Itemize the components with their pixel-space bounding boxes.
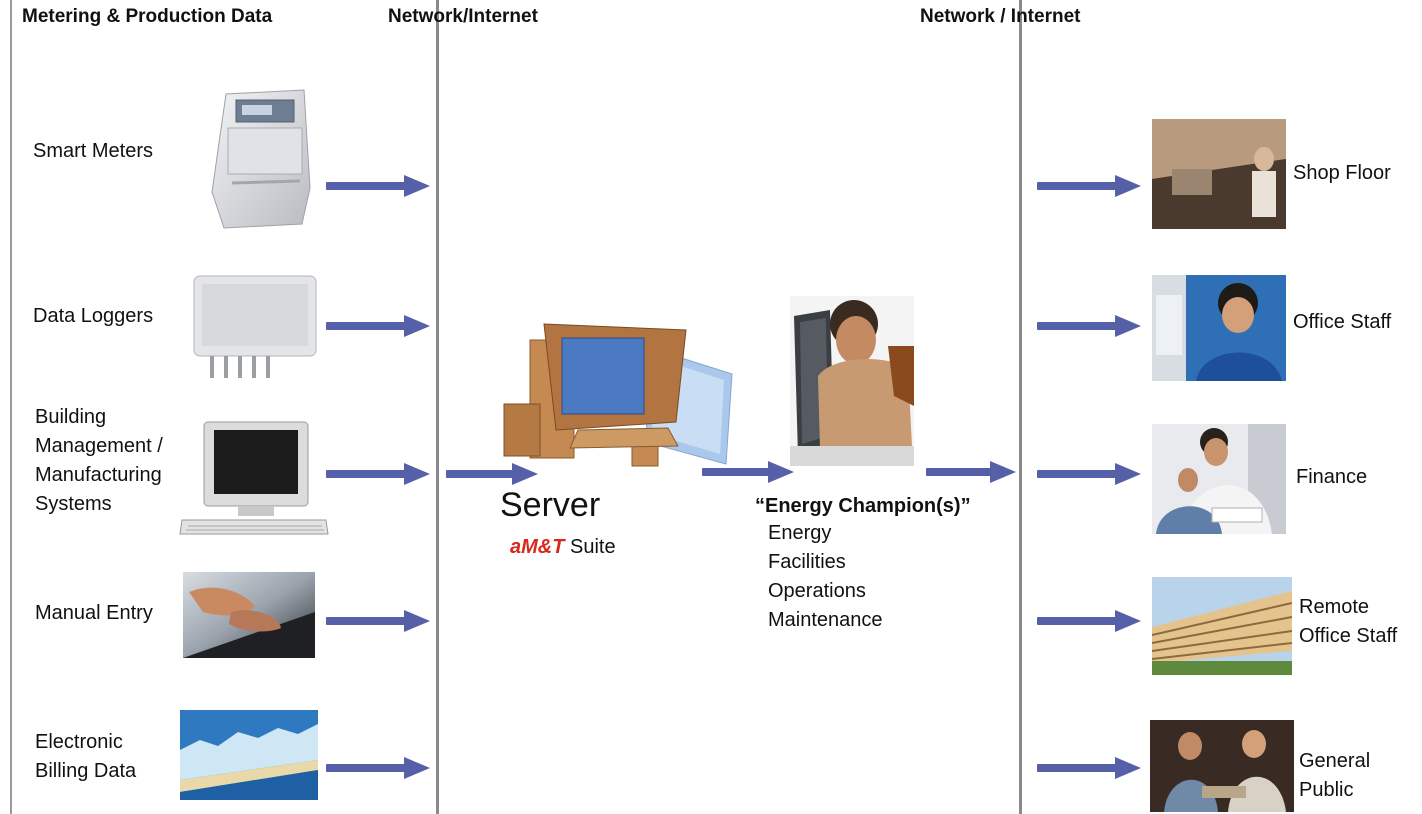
server-suite-label: aM&T Suite	[510, 536, 616, 559]
arrow-to-champion	[702, 461, 794, 483]
source-label-data-loggers: Data Loggers	[33, 305, 154, 327]
source-label-electronic-billing: Electronic Billing Data	[35, 731, 137, 782]
arrow-to-remote-office-staff	[1037, 610, 1141, 632]
arrow-to-shop-floor	[1037, 175, 1141, 197]
arrow-to-server	[446, 463, 538, 485]
champion-role-energy: Energy	[768, 522, 832, 544]
champion-role-facilities: Facilities	[768, 551, 846, 573]
header-metering: Metering & Production Data	[22, 6, 273, 27]
arrow-to-office-staff	[1037, 315, 1141, 337]
source-label-building-management: Building Management / Manufacturing Syst…	[35, 406, 163, 515]
arrow-from-champion	[926, 461, 1016, 483]
arrow-manual-entry	[326, 610, 430, 632]
header-network-left: Network/Internet	[388, 6, 538, 27]
server-computer-icon	[503, 323, 733, 467]
general-public-photo	[1150, 720, 1294, 812]
arrow-smart-meters	[326, 175, 430, 197]
keyboard-typing-photo	[183, 572, 315, 658]
source-label-smart-meters: Smart Meters	[33, 140, 154, 162]
data-logger-icon	[193, 275, 317, 378]
remote-office-building-photo	[1152, 577, 1292, 675]
energy-champion-photo	[790, 296, 914, 466]
office-staff-photo	[1152, 275, 1286, 381]
smart-meter-icon	[211, 89, 311, 229]
source-label-manual-entry: Manual Entry	[35, 602, 153, 624]
arrow-data-loggers	[326, 315, 430, 337]
audience-label-finance: Finance	[1296, 466, 1368, 488]
header-network-right: Network / Internet	[920, 6, 1081, 27]
divider-network-right	[1019, 0, 1022, 814]
finance-photo	[1152, 424, 1286, 534]
shop-floor-photo	[1152, 119, 1286, 229]
audience-label-general-public: General Public	[1299, 750, 1371, 801]
suite-rest: Suite	[564, 536, 616, 558]
server-title: Server	[500, 486, 601, 524]
computer-monitor-icon	[179, 421, 329, 535]
arrow-electronic-billing	[326, 757, 430, 779]
champion-role-operations: Operations	[768, 580, 866, 602]
audience-label-remote-office-staff: Remote Office Staff	[1299, 596, 1398, 647]
divider-network-left	[436, 0, 439, 814]
audience-label-shop-floor: Shop Floor	[1293, 162, 1391, 184]
billing-chart-image	[180, 710, 318, 800]
suite-brand: aM&T	[510, 536, 565, 558]
champion-role-maintenance: Maintenance	[768, 609, 883, 631]
arrow-to-general-public	[1037, 757, 1141, 779]
arrow-to-finance	[1037, 463, 1141, 485]
energy-champion-title: “Energy Champion(s)”	[755, 495, 971, 517]
left-border	[10, 0, 12, 814]
arrow-building-management	[326, 463, 430, 485]
audience-label-office-staff: Office Staff	[1293, 311, 1392, 333]
